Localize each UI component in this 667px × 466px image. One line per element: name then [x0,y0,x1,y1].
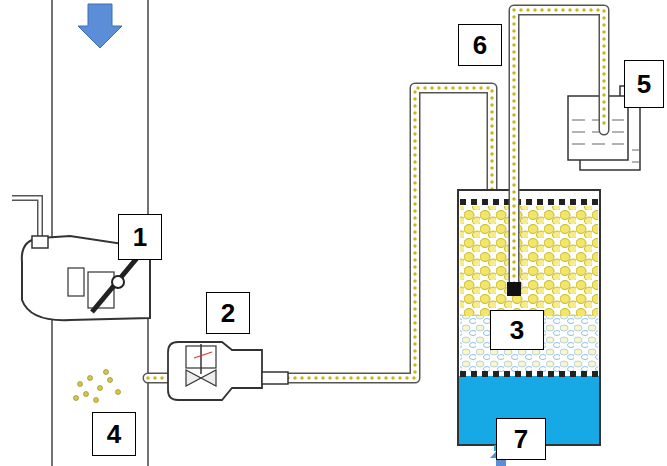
callout-box: 7 [496,418,546,460]
callout-box: 3 [490,310,544,350]
air-flow-arrow [78,4,122,48]
callout-box: 6 [458,24,502,66]
callout-number: 7 [514,424,528,455]
callout-number: 2 [221,298,235,329]
vapor-particles [74,370,121,403]
callout-box: 4 [92,412,136,456]
callout-box: 2 [206,292,250,334]
callout-box: 5 [624,60,664,108]
callout-number: 4 [107,419,121,450]
pipe-outlet [507,282,521,296]
callout-number: 6 [473,30,487,61]
intake-pipe [52,0,148,466]
vapor-line [514,10,604,290]
callout-number: 3 [510,315,524,346]
purge-valve [168,342,288,400]
purge-line [148,88,492,378]
callout-box: 1 [118,214,162,260]
callout-number: 1 [133,222,147,253]
callout-number: 5 [637,69,651,100]
charcoal-canister [458,190,600,451]
